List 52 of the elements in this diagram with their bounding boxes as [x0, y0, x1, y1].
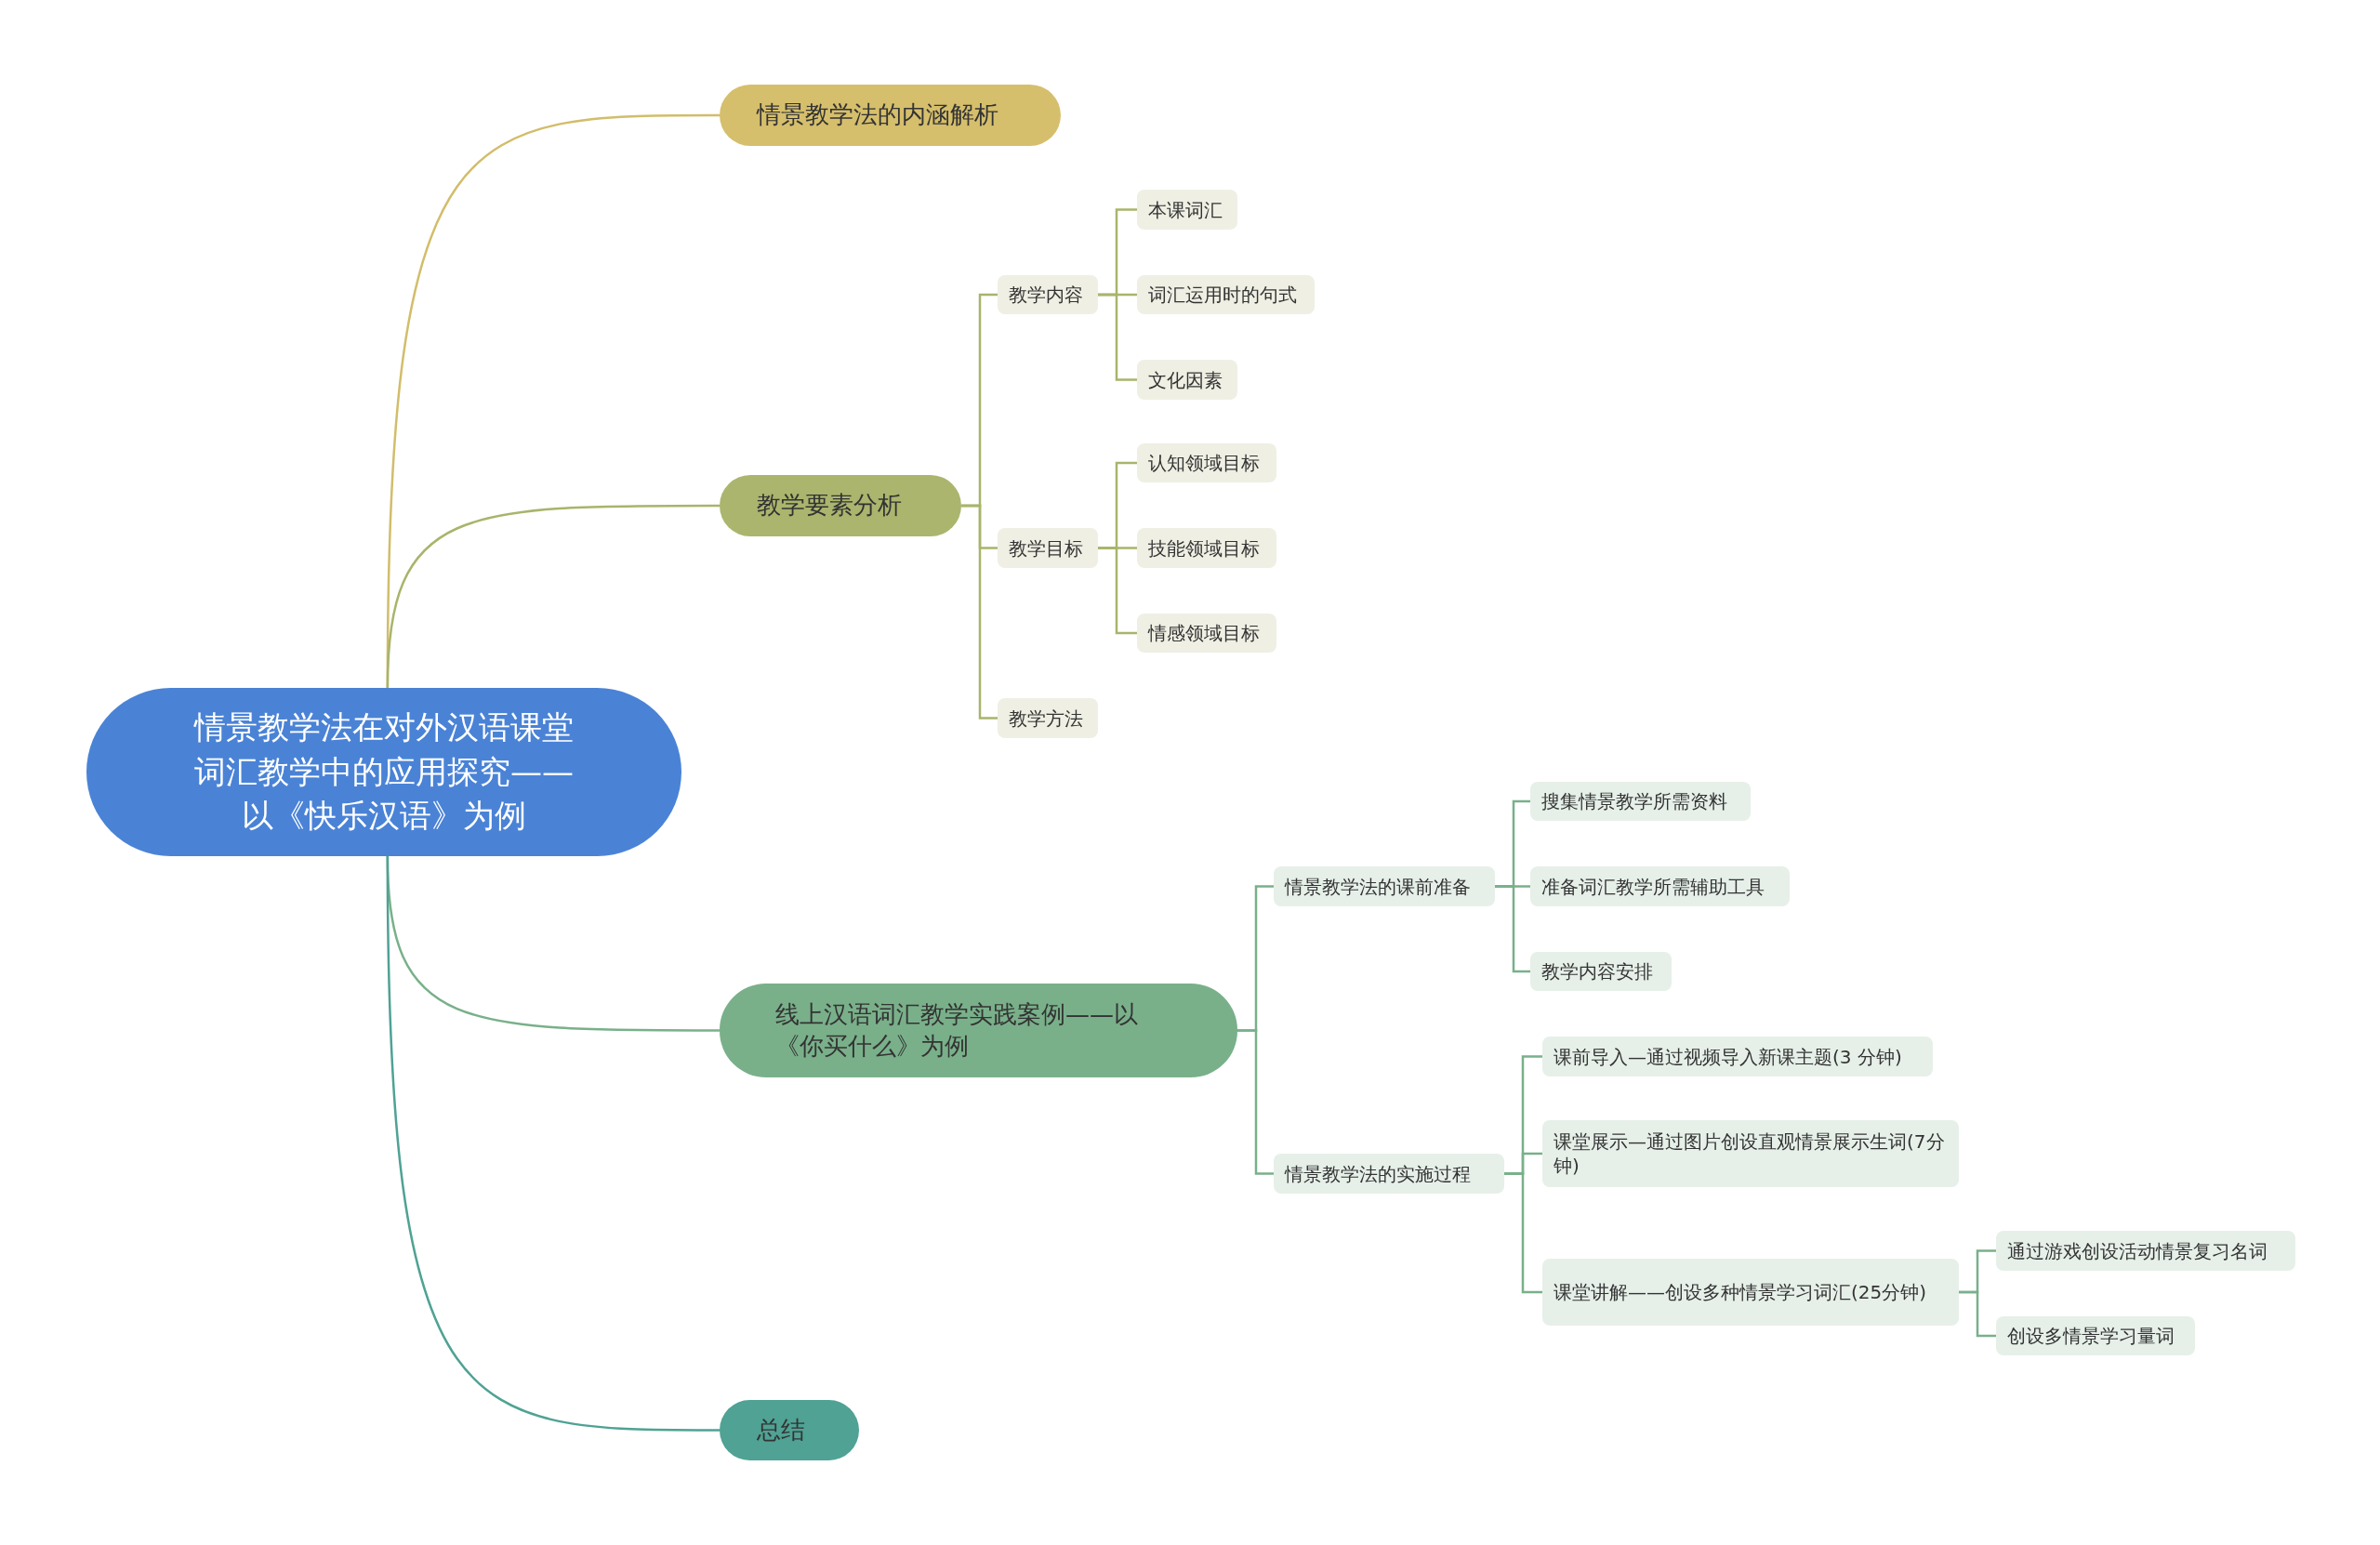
connector-line — [1959, 1290, 1996, 1338]
subtopic-box — [1542, 1259, 1959, 1326]
connector-line — [1495, 885, 1530, 973]
topic-text: 搜集情景教学所需资料 — [1541, 789, 1727, 813]
subtopic-box — [998, 698, 1098, 738]
topic-text: 教学目标 — [1009, 535, 1083, 561]
subtopic-box — [1274, 1154, 1504, 1194]
subtopic-box — [1137, 443, 1276, 482]
subtopic-box — [1530, 952, 1672, 991]
connector-line — [1098, 293, 1137, 381]
topic-text: 课堂讲解——创设多种情景学习词汇(25分钟) — [1554, 1280, 1927, 1304]
topic-text: 教学内容 — [1009, 283, 1083, 307]
connector-line — [1098, 547, 1137, 635]
subtopic-box — [1137, 190, 1237, 230]
topic-text: 教学要素分析 — [757, 490, 902, 522]
topic-text: 情景教学法在对外汉语课堂词汇教学中的应用探究——以《快乐汉语》为例 — [192, 707, 575, 837]
topic-text: 教学方法 — [1009, 706, 1083, 731]
subtopic-box — [1530, 866, 1790, 906]
subtopic-box — [998, 275, 1098, 314]
subtopic-box — [1530, 782, 1751, 821]
connector-line — [1237, 1029, 1274, 1175]
subtopic-box — [1137, 614, 1276, 653]
topic-text: 词汇运用时的句式 — [1148, 283, 1297, 307]
topic-text: 情景教学法的课前准备 — [1285, 874, 1471, 899]
connector-line — [1504, 1172, 1542, 1294]
topic-text: 通过游戏创设活动情景复习名词 — [2007, 1238, 2268, 1263]
subtopic-box — [1542, 1037, 1933, 1076]
subtopic-box — [1137, 528, 1276, 568]
connector-line — [386, 504, 720, 689]
topic-text: 课堂展示—通过图片创设直观情景展示生词(7分钟) — [1554, 1129, 1946, 1178]
topic-text: 创设多情景学习量词 — [2007, 1324, 2175, 1348]
subtopic-box — [998, 528, 1098, 568]
topic-text: 总结 — [757, 1414, 805, 1446]
topic-text: 情景教学法的内涵解析 — [757, 99, 998, 131]
topic-text: 情感领域目标 — [1148, 621, 1260, 645]
subtopic-box — [1996, 1316, 2195, 1355]
topic-text: 情景教学法的实施过程 — [1285, 1161, 1471, 1186]
topic-text: 文化因素 — [1148, 367, 1223, 392]
connector-line — [386, 856, 720, 1432]
subtopic-box — [1996, 1231, 2295, 1271]
topic-text: 教学内容安排 — [1541, 959, 1653, 984]
subtopic-box — [1274, 866, 1495, 906]
subtopic-box — [1542, 1120, 1959, 1187]
subtopic-box — [1137, 275, 1315, 314]
topic-text: 技能领域目标 — [1148, 535, 1260, 561]
topic-text: 认知领域目标 — [1148, 451, 1260, 475]
topic-text: 线上汉语词汇教学实践案例——以《你买什么》为例 — [775, 998, 1139, 1062]
subtopic-box — [1137, 360, 1237, 400]
topic-text: 课前导入—通过视频导入新课主题(3 分钟) — [1554, 1044, 1902, 1069]
topic-text: 准备词汇教学所需辅助工具 — [1541, 874, 1765, 899]
topic-text: 本课词汇 — [1148, 197, 1223, 222]
connector-line — [961, 504, 998, 720]
